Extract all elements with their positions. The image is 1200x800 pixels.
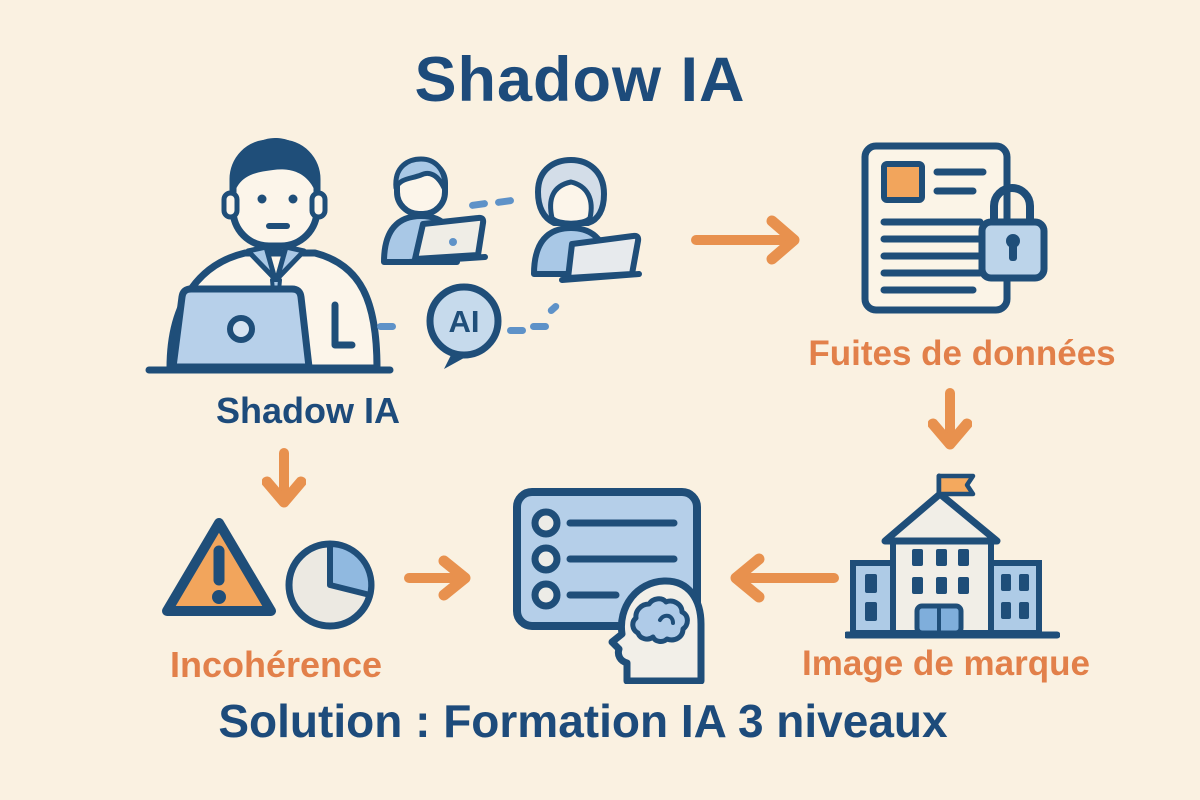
arrow-incoherence-to-formation bbox=[400, 550, 488, 611]
dashed-connector bbox=[530, 323, 549, 330]
ai-chat-bubble-icon: AI bbox=[423, 281, 509, 378]
arrow-shadow-to-incoherence bbox=[261, 446, 307, 523]
arrow-image-to-formation bbox=[718, 550, 842, 611]
fuites-donnees-label: Fuites de données bbox=[808, 334, 1116, 373]
pie-chart-icon bbox=[284, 538, 378, 637]
coworker-man-laptop-icon bbox=[381, 156, 491, 273]
dashed-connector bbox=[546, 301, 561, 316]
head-brain-icon bbox=[605, 570, 705, 689]
locked-document-icon bbox=[853, 138, 1058, 343]
dashed-connector bbox=[507, 327, 526, 334]
dashed-connector bbox=[494, 196, 515, 207]
image-marque-label: Image de marque bbox=[802, 644, 1090, 683]
company-building-icon bbox=[843, 468, 1061, 645]
main-user-laptop-icon bbox=[145, 133, 395, 380]
arrow-fuites-to-image bbox=[927, 386, 973, 465]
coworker-woman-laptop-icon bbox=[526, 156, 646, 289]
shadow-ia-label: Shadow IA bbox=[215, 390, 401, 431]
page-title: Shadow IA bbox=[414, 45, 746, 115]
ai-bubble-text: AI bbox=[449, 304, 480, 339]
solution-text: Solution : Formation IA 3 niveaux bbox=[218, 695, 948, 747]
arrow-shadow-to-fuites bbox=[688, 212, 818, 273]
warning-triangle-icon bbox=[160, 514, 278, 627]
dashed-connector bbox=[377, 323, 396, 330]
incoherence-label: Incohérence bbox=[169, 644, 383, 685]
